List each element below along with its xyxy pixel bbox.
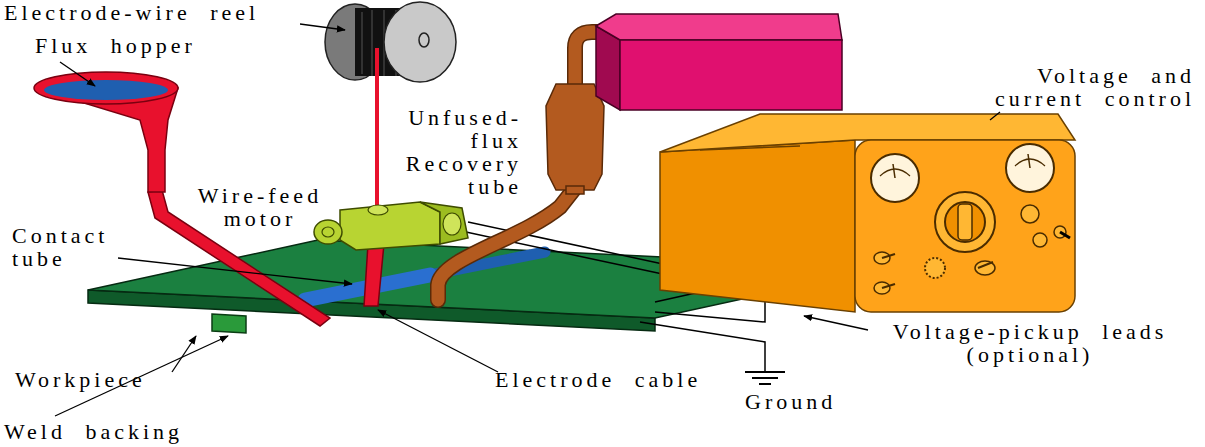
part-label: Ground — [745, 390, 836, 413]
part-label: Voltage and current control — [955, 64, 1195, 110]
wire-feed-motor — [314, 202, 468, 306]
wire-reel — [325, 2, 456, 82]
weld-bead — [305, 252, 545, 300]
part-label: Electrode-wire reel — [4, 1, 259, 24]
part-label: Unfused- flux Recovery tube — [388, 106, 522, 198]
part-label: Wire-feed motor — [190, 184, 330, 230]
flux-hopper — [34, 72, 330, 326]
part-label: Contact tube — [12, 224, 142, 270]
part-label: Electrode cable — [495, 368, 701, 391]
part-label: Workpiece — [15, 368, 146, 391]
control-box — [660, 114, 1075, 312]
part-label: Weld backing — [4, 420, 183, 443]
ground-symbol — [745, 372, 785, 384]
recovery-unit — [596, 14, 842, 110]
part-label: Voltage-pickup leads (optional) — [870, 320, 1190, 366]
leader-lines — [55, 24, 1000, 416]
electrode-wire — [375, 48, 379, 212]
part-label: Flux hopper — [35, 34, 196, 57]
weld-backing — [212, 314, 246, 333]
